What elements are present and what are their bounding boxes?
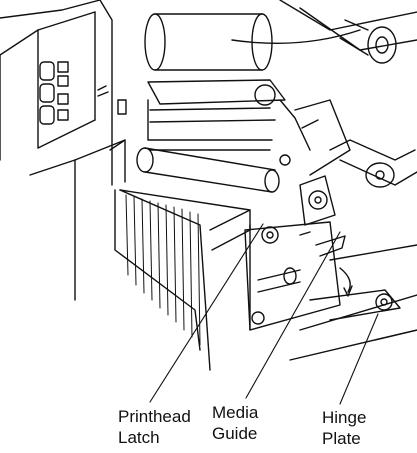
printhead-latch-line2: Latch [118,428,160,447]
media-guide-line2: Guide [212,424,258,443]
platen-bracket [299,139,417,226]
media-roll-shaft [231,0,417,64]
printer-cabinet [0,0,126,301]
printhead-latch-line1: Printhead [118,407,191,426]
control-panel [39,61,127,125]
printhead-latch-label: Printhead Latch [118,406,191,448]
callout-leaders [149,223,379,405]
printhead-assembly [136,13,351,193]
hinge-plate-line2: Plate [322,429,361,448]
mechanism-plate [244,221,346,331]
hinge-plate-label: Hinge Plate [322,407,366,449]
hinge-plate-leader [339,313,379,405]
media-guide-label: Media Guide [212,402,258,444]
hinge-plate [289,244,417,361]
fanfold-media [114,189,251,371]
media-guide-line1: Media [212,403,259,422]
hinge-plate-line1: Hinge [322,408,367,427]
media-guide-leader [245,231,341,399]
printhead-latch-leader [149,223,264,403]
